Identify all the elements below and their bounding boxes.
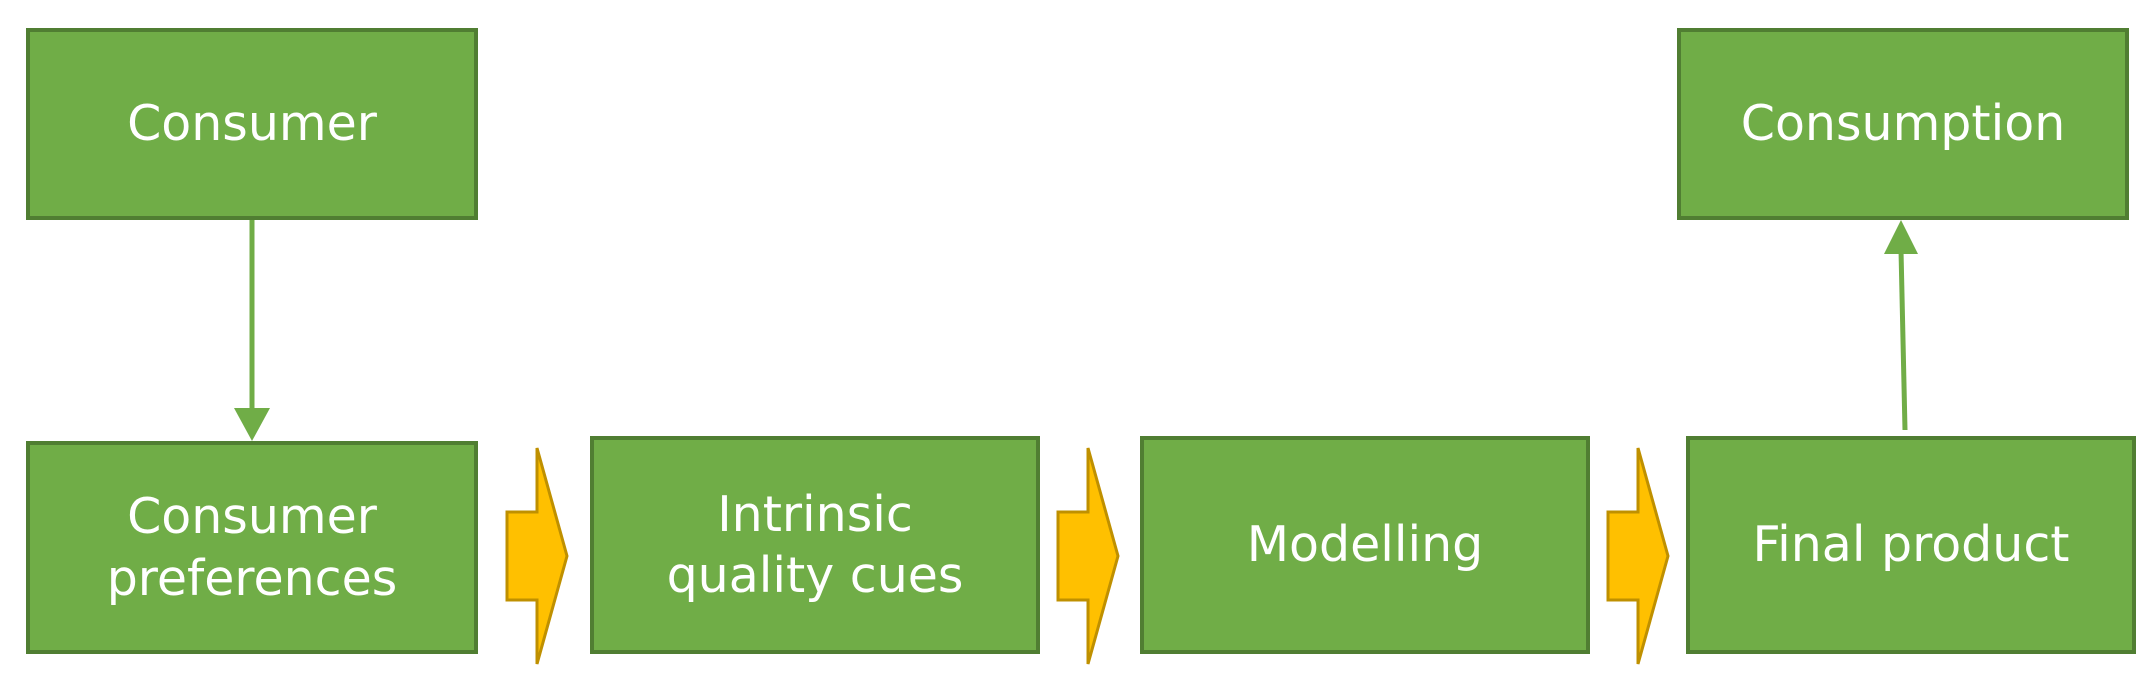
node-intrinsic-quality-cues-label: Intrinsic quality cues	[666, 485, 964, 604]
chevron-arrow-2	[1056, 447, 1120, 665]
node-modelling-label: Modelling	[1246, 516, 1484, 574]
node-consumption: Consumption	[1677, 28, 2129, 220]
node-consumer-preferences-label: Consumer preferences	[106, 488, 398, 607]
node-consumption-label: Consumption	[1740, 95, 2066, 153]
node-modelling: Modelling	[1140, 436, 1590, 654]
arrow-final-to-consumption	[1884, 220, 1918, 431]
node-intrinsic-quality-cues: Intrinsic quality cues	[590, 436, 1040, 654]
node-final-product: Final product	[1686, 436, 2136, 654]
node-consumer-preferences: Consumer preferences	[26, 441, 478, 654]
chevron-arrow-1	[505, 447, 569, 665]
chevron-arrow-3	[1606, 447, 1670, 665]
node-consumer: Consumer	[26, 28, 478, 220]
arrow-consumer-to-preferences	[234, 220, 270, 441]
node-consumer-label: Consumer	[127, 95, 377, 153]
node-final-product-label: Final product	[1752, 516, 2070, 574]
